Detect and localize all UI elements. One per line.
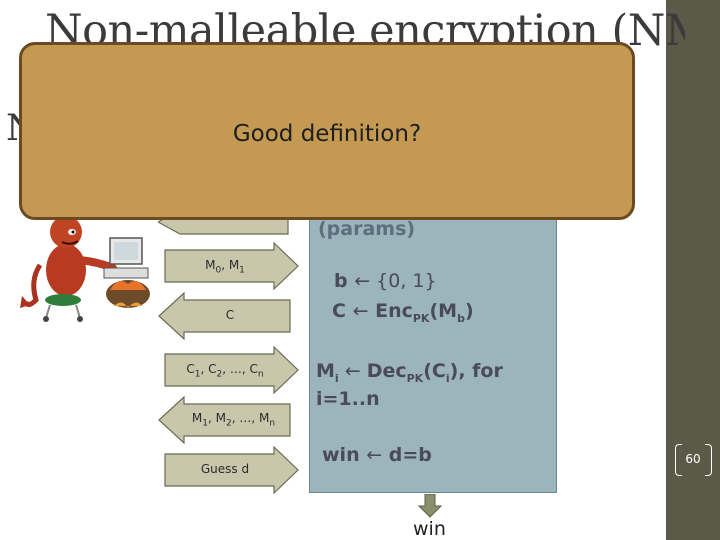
question-popup: Good definition? bbox=[19, 42, 635, 220]
messages-pair-label: M0, M1 bbox=[205, 258, 245, 276]
decryption-range: i=1..n bbox=[316, 388, 380, 410]
decryption-queries-arrow bbox=[164, 346, 299, 394]
bit-choice-line: b ← {0, 1} bbox=[334, 270, 437, 292]
ciphertext-arrow bbox=[158, 292, 291, 340]
ciphertexts-label: C1, C2, …, Cn bbox=[186, 362, 264, 380]
challenger-box: (params) b ← {0, 1} C ← EncPK(Mb) Mi ← D… bbox=[309, 215, 557, 493]
popup-question: Good definition? bbox=[232, 121, 422, 147]
output-win-label: win bbox=[413, 518, 446, 540]
send-messages-arrow bbox=[164, 242, 299, 290]
slide-number-bracket-right bbox=[705, 444, 712, 476]
output-arrow bbox=[418, 494, 442, 518]
devil-figure bbox=[20, 210, 117, 322]
slide-number: 60 bbox=[685, 452, 701, 466]
params-text: (params) bbox=[318, 218, 416, 240]
computer-icon bbox=[103, 237, 150, 308]
adversary-devil-illustration bbox=[20, 210, 150, 322]
decryption-answers-arrow bbox=[158, 396, 291, 444]
encryption-line: C ← EncPK(Mb) bbox=[332, 300, 474, 325]
decryption-line: Mi ← DecPK(Ci), for bbox=[316, 360, 503, 385]
plaintexts-label: M1, M2, …, Mn bbox=[191, 411, 276, 429]
win-condition-line: win ← d=b bbox=[322, 444, 432, 466]
slide-number-bracket-left bbox=[675, 444, 682, 476]
ciphertext-label: C bbox=[225, 308, 235, 322]
guess-arrow bbox=[164, 446, 299, 494]
guess-label: Guess d bbox=[200, 462, 250, 476]
